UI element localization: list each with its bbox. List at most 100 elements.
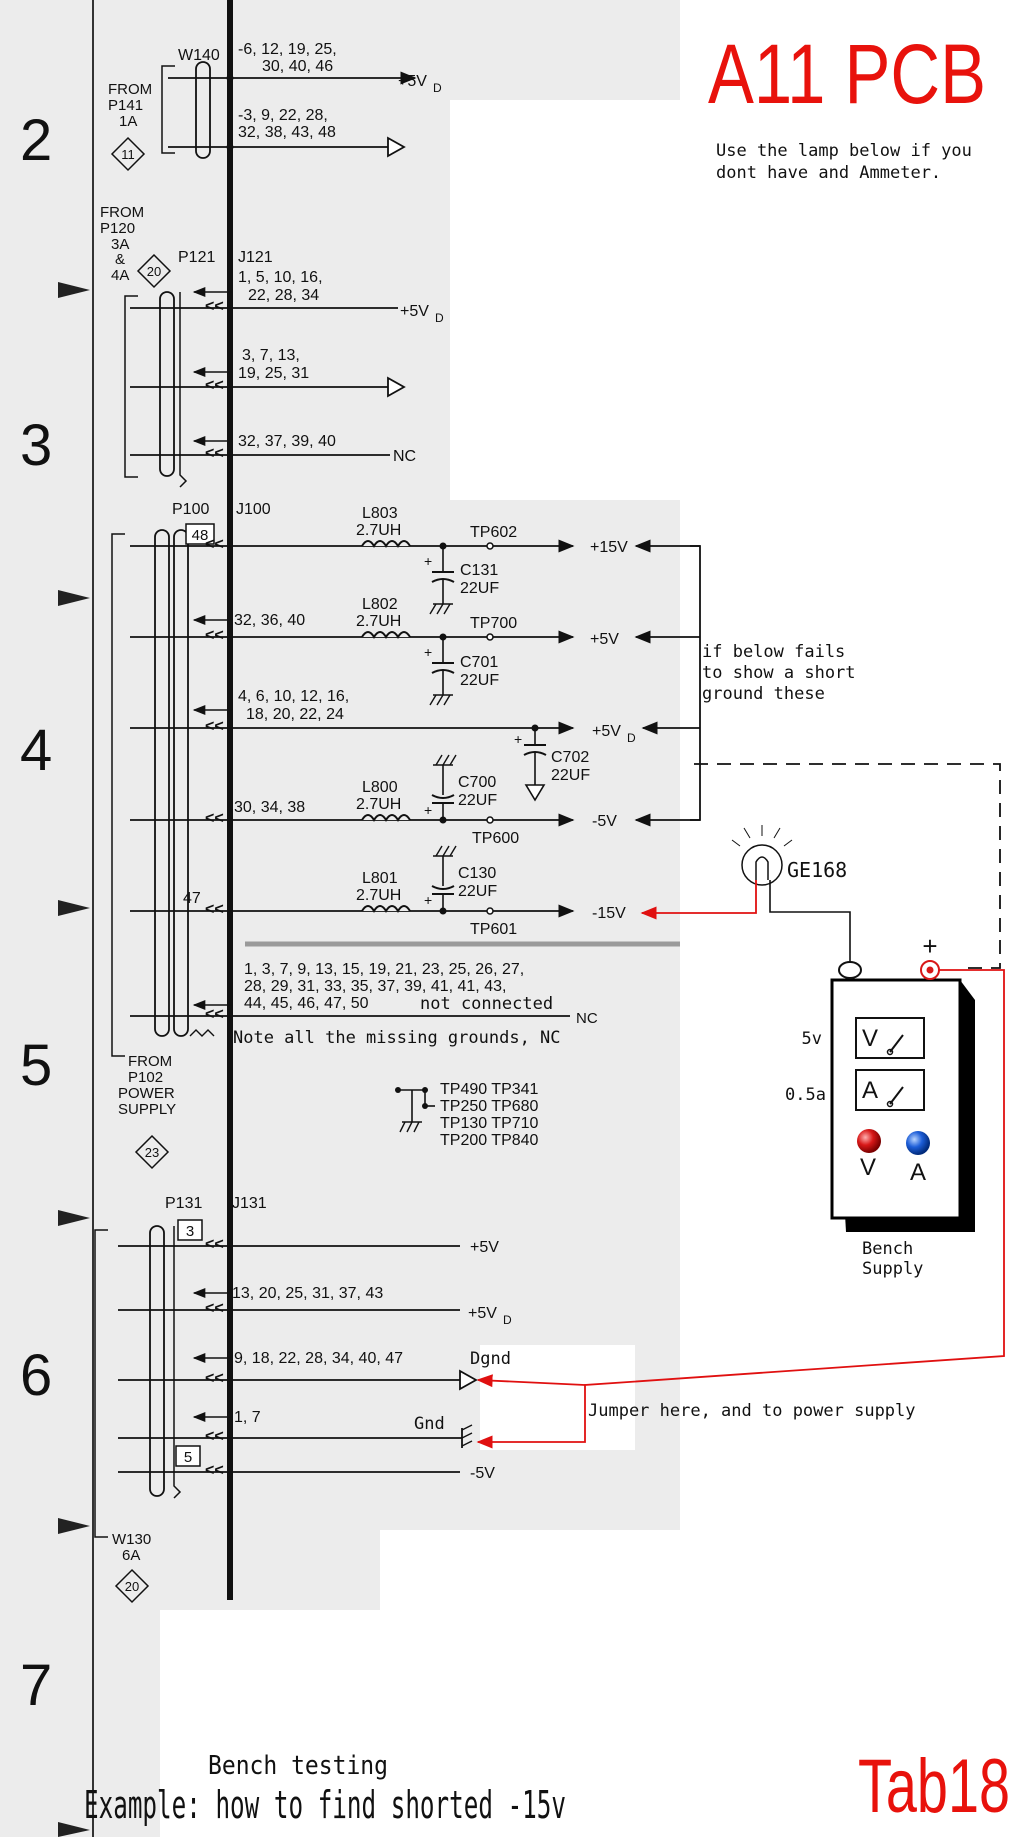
- svg-text:TP130 TP710: TP130 TP710: [440, 1115, 539, 1132]
- svg-text:+5V: +5V: [592, 723, 621, 740]
- svg-text:2.7UH: 2.7UH: [356, 522, 401, 539]
- w140-label: W140: [178, 47, 220, 64]
- svg-text:D: D: [433, 81, 442, 95]
- voltage-knob[interactable]: [857, 1129, 881, 1153]
- pin-list: 32, 38, 43, 48: [238, 124, 336, 141]
- svg-text:2.7UH: 2.7UH: [356, 613, 401, 630]
- from-p141-label: FROM: [108, 81, 152, 98]
- svg-text:1, 3, 7, 9, 13, 15, 19, 21, 23: 1, 3, 7, 9, 13, 15, 19, 21, 23, 25, 26, …: [244, 961, 524, 978]
- svg-text:48: 48: [192, 527, 209, 544]
- svg-text:19, 25, 31: 19, 25, 31: [238, 365, 309, 382]
- svg-text:<<: <<: [205, 1236, 224, 1253]
- plus-label: +: [922, 931, 937, 961]
- svg-text:SUPPLY: SUPPLY: [118, 1101, 176, 1118]
- zone-number: 6: [20, 1343, 52, 1408]
- svg-text:A: A: [910, 1159, 926, 1186]
- p131-label: P131: [165, 1195, 202, 1212]
- svg-text:TP700: TP700: [470, 615, 517, 632]
- pin-list: -3, 9, 22, 28,: [238, 107, 328, 124]
- svg-text:13, 20, 25, 31, 37, 43: 13, 20, 25, 31, 37, 43: [232, 1285, 383, 1302]
- svg-text:22UF: 22UF: [460, 580, 499, 597]
- svg-text:<<: <<: [205, 1300, 224, 1317]
- j131-section: P131 J131 3 << +5V 13, 20, 25, 31, 37, 4…: [94, 1195, 512, 1604]
- svg-text:P120: P120: [100, 220, 135, 237]
- svg-text:<<: <<: [205, 901, 224, 918]
- svg-text:+: +: [514, 731, 522, 747]
- current-knob[interactable]: [906, 1131, 930, 1155]
- lamp-to-m15v-wire: [640, 880, 757, 920]
- svg-text:L803: L803: [362, 505, 398, 522]
- svg-text:L802: L802: [362, 596, 398, 613]
- bench-supply: + V A 5v 0.5a V A Bench Supply: [785, 931, 975, 1279]
- svg-text:6A: 6A: [122, 1547, 140, 1564]
- voltage-setting: 5v: [802, 1029, 822, 1049]
- svg-text:NC: NC: [576, 1010, 598, 1027]
- bench-supply-caption: Bench: [862, 1239, 913, 1259]
- svg-text:FROM: FROM: [100, 204, 144, 221]
- lamp-to-supply-wire: [769, 880, 851, 966]
- p121-label: P121: [178, 249, 215, 266]
- svg-text:<<: <<: [205, 1428, 224, 1445]
- svg-text:TP600: TP600: [472, 830, 519, 847]
- negative-terminal[interactable]: [838, 961, 862, 979]
- svg-text:D: D: [503, 1313, 512, 1327]
- j100-section: P100 J100 48 << L803 2.7UH + C131 22UF T…: [111, 501, 680, 1170]
- dgnd-label: Dgnd: [470, 1349, 511, 1369]
- svg-text:<<: <<: [205, 536, 224, 553]
- svg-text:W130: W130: [112, 1531, 151, 1548]
- zone-number: 3: [20, 413, 52, 478]
- svg-text:3: 3: [186, 1223, 194, 1240]
- svg-text:1, 7: 1, 7: [234, 1409, 261, 1426]
- svg-text:<<: <<: [205, 1006, 224, 1023]
- zone-margin: 2 3 4 5 6 7: [20, 0, 94, 1837]
- pin-list: 30, 40, 46: [262, 58, 333, 75]
- svg-text:4A: 4A: [111, 267, 129, 284]
- svg-text:L801: L801: [362, 870, 398, 887]
- current-setting: 0.5a: [785, 1085, 826, 1105]
- tab-label: Tab18: [858, 1744, 1010, 1829]
- svg-text:POWER: POWER: [118, 1085, 175, 1102]
- svg-text:9, 18, 22, 28, 34, 40, 47: 9, 18, 22, 28, 34, 40, 47: [234, 1350, 403, 1367]
- from-p141-label: P141: [108, 97, 143, 114]
- svg-text:5: 5: [184, 1449, 192, 1466]
- svg-text:2.7UH: 2.7UH: [356, 796, 401, 813]
- svg-text:20: 20: [147, 264, 161, 279]
- w140-section: W140 FROM P141 1A 11 -6, 12, 19, 25, 30,…: [108, 41, 442, 172]
- lamp-icon: GE168: [731, 825, 847, 886]
- svg-text:-5V: -5V: [470, 1465, 495, 1482]
- zone-number: 5: [20, 1033, 52, 1098]
- svg-text:22UF: 22UF: [460, 672, 499, 689]
- svg-text:-5V: -5V: [592, 813, 617, 830]
- header-note: Use the lamp below if you: [716, 141, 972, 161]
- svg-text:23: 23: [145, 1145, 159, 1160]
- svg-text:-15V: -15V: [592, 905, 626, 922]
- svg-text:&: &: [115, 251, 125, 268]
- svg-text:C701: C701: [460, 654, 498, 671]
- zone-number: 7: [20, 1653, 52, 1718]
- svg-text:+5V: +5V: [468, 1305, 497, 1322]
- svg-text:L800: L800: [362, 779, 398, 796]
- p100-label: P100: [172, 501, 209, 518]
- svg-text:V: V: [862, 1025, 878, 1052]
- svg-text:<<: <<: [205, 1370, 224, 1387]
- dgnd-symbol: [459, 1369, 478, 1391]
- svg-text:32, 36, 40: 32, 36, 40: [234, 612, 305, 629]
- svg-text:32, 37, 39, 40: 32, 37, 39, 40: [238, 433, 336, 450]
- svg-text:+5V: +5V: [470, 1239, 499, 1256]
- svg-text:+: +: [424, 644, 432, 660]
- svg-text:+: +: [424, 892, 432, 908]
- svg-text:if below fails: if below fails: [702, 642, 845, 662]
- svg-text:3, 7, 13,: 3, 7, 13,: [242, 347, 300, 364]
- gnd-label: Gnd: [414, 1414, 445, 1434]
- j121-section: FROM P120 3A & 4A 20 P121 J121 << 1, 5, …: [100, 204, 444, 488]
- dgnd-symbol: [387, 136, 406, 158]
- zone-number: 2: [20, 108, 52, 173]
- test-point-grid: TP490 TP341 TP250 TP680 TP130 TP710 TP20…: [395, 1081, 539, 1149]
- svg-text:+5V: +5V: [590, 631, 619, 648]
- ground-these-bracket: if below fails to show a short ground th…: [634, 539, 1001, 969]
- missing-grounds-note: Note all the missing grounds, NC: [233, 1028, 561, 1048]
- lamp-label: GE168: [787, 858, 847, 882]
- svg-text:+5V: +5V: [400, 303, 429, 320]
- jumper-note: Jumper here, and to power supply: [588, 1401, 916, 1421]
